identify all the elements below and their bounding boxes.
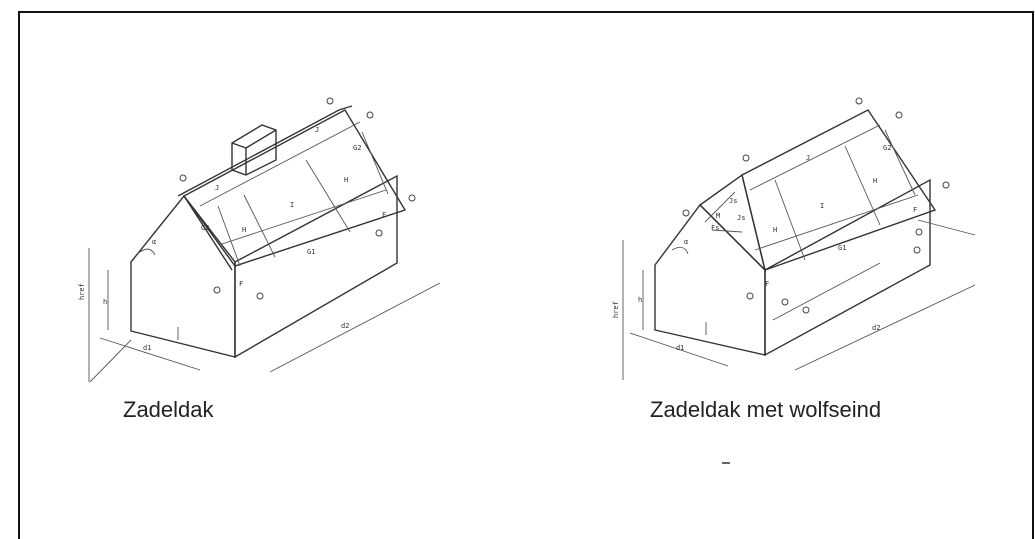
right-marker: [913, 246, 921, 254]
right-label-G1: G1: [838, 244, 846, 252]
left-label-H1: H: [242, 226, 246, 234]
right-label-J: J: [806, 154, 810, 162]
left-marker: [326, 97, 334, 105]
figure-frame: [18, 11, 1034, 539]
right-label-href: href: [612, 301, 620, 318]
left-marker: [179, 174, 187, 182]
left-d2-dimension: [269, 282, 441, 373]
left-label-J1: J: [215, 184, 219, 192]
left-label-J2: J: [315, 126, 319, 134]
right-marker: [781, 298, 789, 306]
left-marker: [375, 229, 383, 237]
right-label-G2: G2: [883, 144, 891, 152]
right-roof-angle-arc: [671, 246, 689, 255]
left-zone-line: [217, 205, 241, 267]
left-label-G2b: G2: [353, 144, 361, 152]
right-label-d1: d1: [676, 344, 684, 352]
right-hip-zone: [711, 229, 743, 233]
right-side-wall: [764, 178, 931, 357]
left-label-alpha: α: [152, 238, 156, 246]
left-marker: [256, 292, 264, 300]
left-zone-line: [243, 194, 276, 258]
left-zone-line: [221, 189, 387, 245]
right-marker: [855, 97, 863, 105]
left-eave-edge: [183, 195, 233, 271]
right-label-F2: F: [765, 280, 769, 288]
right-zone-line: [754, 194, 919, 251]
right-marker: [742, 154, 750, 162]
left-dim-leader: [89, 339, 132, 383]
left-label-href: href: [78, 283, 86, 300]
left-gable-wall: [130, 194, 236, 358]
left-label-H2: H: [344, 176, 348, 184]
right-label-alpha: α: [684, 238, 688, 246]
caption-zadeldak: Zadeldak: [123, 397, 214, 422]
right-dim-line: [772, 262, 881, 321]
left-marker: [366, 111, 374, 119]
left-chimney-edge: [231, 142, 247, 149]
caption-zadeldak-met-wolfseind: Zadeldak met wolfseind: [650, 397, 882, 422]
left-marker: [213, 286, 221, 294]
right-label-d2: d2: [872, 324, 880, 332]
right-marker: [915, 228, 923, 236]
left-d1-dimension: [99, 337, 201, 371]
left-roof-slope: [182, 109, 407, 267]
right-label-H2: H: [873, 177, 877, 185]
right-marker: [746, 292, 754, 300]
left-label-G1: G1: [307, 248, 315, 256]
left-zone-line: [305, 159, 351, 233]
right-label-I: I: [820, 202, 824, 210]
left-marker: [408, 194, 416, 202]
right-label-Jh-b: Js: [737, 214, 745, 222]
right-label-F1: F: [913, 206, 917, 214]
left-roof-angle-arc: [139, 248, 156, 256]
right-zone-line: [774, 179, 806, 261]
left-zone-line: [199, 121, 361, 207]
left-house-drawing: G1 G2 G2 H H I J J F F href h d1 d2 α: [78, 97, 441, 383]
left-label-d1: d1: [143, 344, 151, 352]
left-label-h: h: [103, 298, 107, 306]
right-zone-line: [884, 129, 916, 196]
right-label-Mh: M: [716, 212, 720, 220]
left-chimney-edge: [245, 129, 277, 149]
right-hip: [698, 173, 767, 273]
right-label-H1: H: [773, 226, 777, 234]
left-chimney: [231, 124, 277, 176]
left-zone-line: [361, 131, 389, 195]
right-label-Jh-a: Js: [729, 197, 737, 205]
right-label-h: h: [638, 296, 642, 304]
right-marker: [682, 209, 690, 217]
right-house-drawing: G1 G2 H H I J Js Js M Fs F F href h d1 d…: [612, 97, 976, 380]
right-dim-line: [917, 219, 976, 236]
right-d1-dimension: [629, 332, 729, 367]
left-side-wall: [234, 174, 398, 359]
right-d2-dimension: [794, 284, 976, 371]
stray-mark: [722, 462, 730, 464]
left-label-F2: F: [239, 280, 243, 288]
left-label-G2a: G2: [201, 224, 209, 232]
right-gable-wall: [654, 203, 766, 356]
left-label-I: I: [290, 201, 294, 209]
right-hip-zone: [704, 191, 736, 223]
right-zone-line: [844, 145, 881, 226]
right-marker: [895, 111, 903, 119]
left-label-d2: d2: [341, 322, 349, 330]
right-marker: [942, 181, 950, 189]
right-label-Fs: Fs: [711, 224, 719, 232]
right-zone-line: [749, 124, 881, 191]
right-marker: [802, 306, 810, 314]
left-label-F1: F: [382, 211, 386, 219]
